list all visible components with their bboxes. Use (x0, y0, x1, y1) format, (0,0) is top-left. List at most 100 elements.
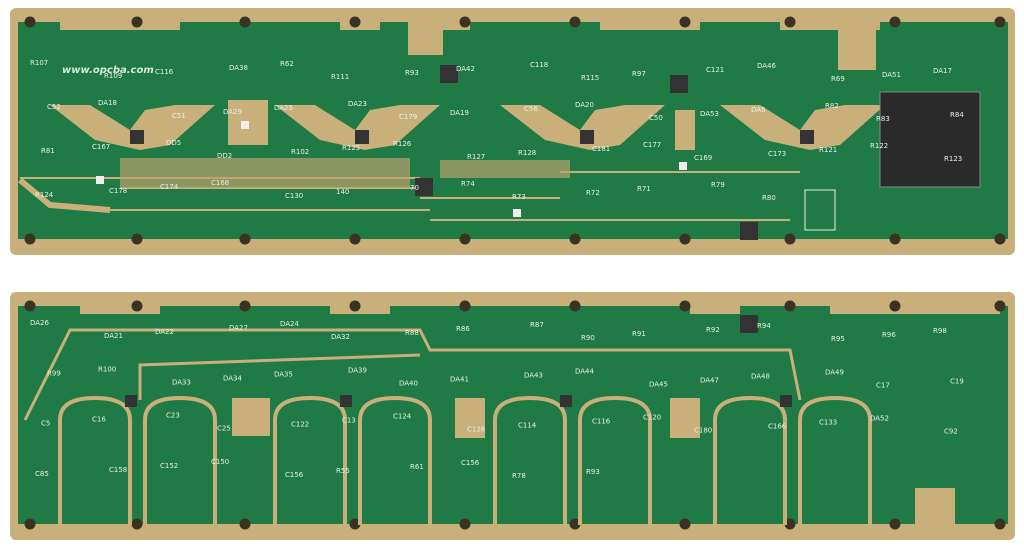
silkscreen-label: DA51 (882, 71, 901, 79)
mounting-hole (679, 16, 691, 28)
silkscreen-label: C51 (172, 112, 186, 120)
silkscreen-label: C158 (109, 466, 127, 474)
silkscreen-label: DA25 (274, 104, 293, 112)
mounting-hole (889, 518, 901, 530)
silkscreen-label: DA20 (575, 101, 594, 109)
silkscreen-label: C50 (649, 114, 663, 122)
silkscreen-label: R126 (393, 140, 412, 148)
silkscreen-label: R84 (950, 111, 964, 119)
mounting-hole (459, 233, 471, 245)
silkscreen-label: DA17 (933, 67, 952, 75)
silkscreen-label: C122 (291, 421, 309, 429)
silkscreen-label: R115 (581, 74, 599, 82)
silkscreen-label: R80 (762, 194, 776, 202)
mounting-hole (349, 300, 361, 312)
mounting-hole (889, 233, 901, 245)
silkscreen-label: R102 (291, 148, 309, 156)
silkscreen-label: R128 (518, 149, 536, 157)
copper-notch (600, 16, 700, 30)
silkscreen-label: R83 (876, 115, 890, 123)
silkscreen-label: R81 (41, 147, 55, 155)
silkscreen-label: C179 (399, 113, 417, 121)
silkscreen-label: DA42 (456, 65, 475, 73)
silkscreen-label: R99 (47, 369, 61, 377)
ic-chip (125, 395, 137, 407)
silkscreen-label: C174 (160, 183, 179, 191)
hairpin-filter (578, 395, 652, 525)
mounting-hole (569, 518, 581, 530)
silkscreen-label: DA38 (229, 64, 248, 72)
silkscreen-label: C120 (643, 414, 661, 422)
silkscreen-label: DA21 (104, 332, 123, 340)
silkscreen-label: R97 (632, 70, 646, 78)
copper-pad (915, 488, 955, 528)
silkscreen-label: R82 (825, 102, 839, 110)
mounting-hole (239, 16, 251, 28)
ic-chip (130, 130, 144, 144)
test-pad (241, 121, 249, 129)
watermark-text: www.opcba.com (62, 65, 154, 76)
mounting-hole (239, 300, 251, 312)
silkscreen-label: R93 (405, 69, 419, 77)
silkscreen-label: C124 (393, 413, 412, 421)
silkscreen-label: DA45 (649, 380, 668, 388)
mounting-hole (459, 518, 471, 530)
mounting-hole (679, 233, 691, 245)
silkscreen-label: DA24 (280, 320, 300, 328)
silkscreen-label: DA27 (229, 324, 248, 332)
silkscreen-label: C168 (211, 179, 229, 187)
hairpin-filter (273, 395, 347, 525)
silkscreen-label: C130 (285, 192, 303, 200)
mounting-hole (679, 300, 691, 312)
ic-chip (440, 65, 458, 83)
ic-chip (740, 222, 758, 240)
copper-pad (455, 398, 485, 438)
silkscreen-label: C173 (768, 150, 786, 158)
mounting-hole (131, 300, 143, 312)
silkscreen-label: R79 (711, 181, 725, 189)
microcontroller-chip (879, 91, 981, 188)
mounting-hole (994, 233, 1006, 245)
silkscreen-label: R127 (467, 153, 485, 161)
test-pad (679, 162, 687, 170)
copper-pad (232, 398, 270, 436)
silkscreen-label: R121 (819, 146, 837, 154)
silkscreen-label: DA19 (450, 109, 469, 117)
silkscreen-label: C166 (768, 423, 787, 431)
silkscreen-label: C23 (166, 412, 180, 420)
copper-pad (408, 20, 443, 55)
mounting-hole (994, 300, 1006, 312)
mounting-hole (569, 16, 581, 28)
silkscreen-label: C177 (643, 141, 661, 149)
silkscreen-label: DA22 (155, 328, 174, 336)
mounting-hole (24, 16, 36, 28)
mounting-hole (131, 233, 143, 245)
silkscreen-label: C52 (47, 103, 61, 111)
silkscreen-label: R73 (512, 193, 526, 201)
silkscreen-label: R123 (944, 155, 962, 163)
silkscreen-label: C19 (950, 377, 964, 385)
ic-chip (340, 395, 352, 407)
silkscreen-label: C17 (876, 381, 890, 389)
ic-chip (800, 130, 814, 144)
silkscreen-label: C92 (944, 428, 958, 436)
silkscreen-label: DA44 (575, 367, 595, 375)
hairpin-filter (798, 395, 872, 525)
silkscreen-label: DD5 (166, 139, 181, 147)
silkscreen-label: R74 (461, 180, 475, 188)
silkscreen-label: DA46 (757, 62, 777, 70)
silkscreen-label: C13 (342, 417, 356, 425)
silkscreen-label: R61 (410, 463, 424, 471)
mounting-hole (569, 300, 581, 312)
silkscreen-label: R96 (882, 331, 896, 339)
mounting-hole (784, 233, 796, 245)
mounting-hole (24, 233, 36, 245)
coupler-fan (500, 105, 665, 150)
silkscreen-label: R71 (637, 185, 651, 193)
silkscreen-label: R100 (98, 365, 116, 373)
silkscreen-label: DA41 (450, 375, 469, 383)
silkscreen-label: R62 (280, 60, 294, 68)
silkscreen-label: C116 (592, 418, 611, 426)
